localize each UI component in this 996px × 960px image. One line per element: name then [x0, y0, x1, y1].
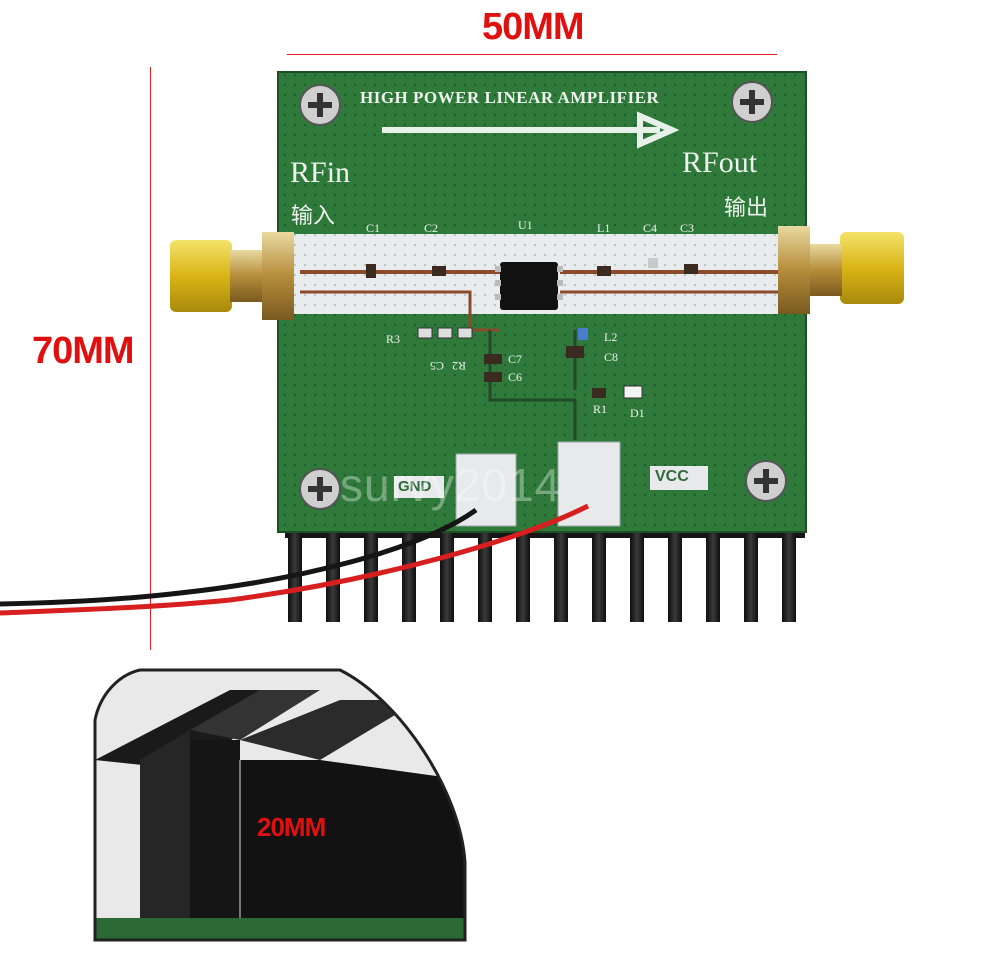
heatsink-height-label: 20MM	[257, 812, 326, 842]
component-label-u1: U1	[518, 218, 533, 232]
component-label-c4: C4	[643, 221, 658, 235]
component-label-c7: C7	[508, 352, 523, 366]
rf-out-cn-label: 输出	[724, 196, 769, 221]
rf-out-label: RFout	[682, 146, 758, 179]
component-label-r2: R2	[452, 359, 467, 373]
heatsink-zoom-inset	[93, 668, 467, 942]
component-label-c1: C1	[366, 221, 381, 235]
component-label-c5: C5	[430, 359, 445, 373]
sma-connector-input	[170, 232, 294, 320]
height-dimension-label: 70MM	[32, 330, 135, 372]
rf-in-cn-label: 输入	[291, 204, 336, 229]
width-dimension-label: 50MM	[482, 6, 585, 48]
rf-in-label: RFin	[290, 156, 351, 189]
height-dimension-line	[150, 67, 151, 650]
vcc-label: VCC	[655, 468, 689, 485]
power-wires	[0, 503, 590, 616]
component-label-c8: C8	[604, 350, 619, 364]
screw-top-left	[299, 84, 341, 126]
width-dimension-line	[287, 54, 777, 55]
component-label-c6: C6	[508, 370, 523, 384]
screw-bottom-right	[745, 460, 787, 502]
component-label-l1: L1	[597, 221, 611, 235]
component-label-r1: R1	[593, 402, 608, 416]
pcb-board	[277, 71, 807, 533]
component-label-d1: D1	[630, 406, 645, 420]
screw-top-right	[731, 81, 773, 123]
component-label-r3: R3	[386, 332, 401, 346]
board-title: HIGH POWER LINEAR AMPLIFIER	[360, 88, 660, 107]
component-label-c2: C2	[424, 221, 439, 235]
component-label-l2: L2	[604, 330, 618, 344]
gnd-label: GND	[398, 478, 432, 495]
component-label-c3: C3	[680, 221, 695, 235]
sma-connector-output	[778, 226, 904, 314]
screw-bottom-left	[299, 468, 341, 510]
seller-watermark: survy2014	[340, 459, 562, 511]
